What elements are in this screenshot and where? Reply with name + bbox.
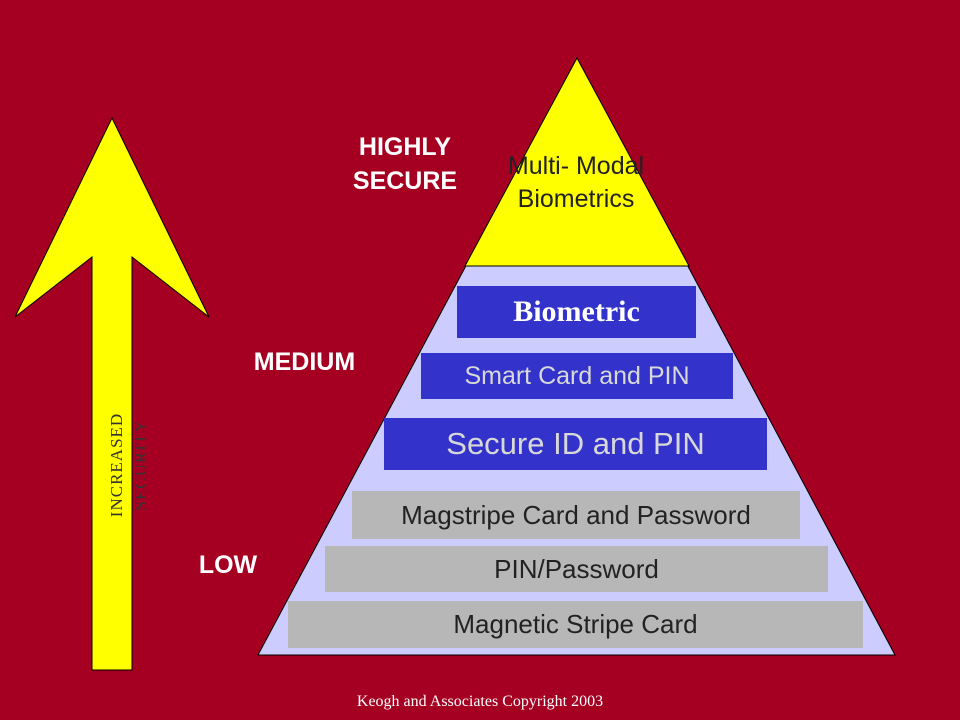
level-label-high: HIGHLY SECURE (330, 130, 480, 198)
tier-magstripe-password-label: Magstripe Card and Password (401, 499, 751, 530)
security-arrow (14, 116, 210, 671)
tier-magnetic-stripe-card-label: Magnetic Stripe Card (453, 609, 698, 639)
tier-magstripe-password: Magstripe Card and Password (352, 491, 800, 539)
level-label-low: LOW (198, 551, 258, 579)
level-high-text: HIGHLY SECURE (352, 133, 458, 195)
tier-biometric: Biometric (457, 286, 696, 338)
tier-biometric-label: Biometric (513, 295, 640, 328)
tier-magnetic-stripe-card: Magnetic Stripe Card (288, 601, 863, 648)
tier-secure-id-pin-label: Secure ID and PIN (446, 426, 705, 461)
tier-pin-password-label: PIN/Password (494, 553, 659, 584)
level-label-medium: MEDIUM (253, 348, 356, 376)
tier-pin-password: PIN/Password (325, 546, 828, 592)
copyright-footer: Keogh and Associates Copyright 2003 (356, 693, 604, 710)
increased-security-label: INCREASED SECURITY (107, 412, 150, 518)
tier-smart-card-pin-label: Smart Card and PIN (464, 361, 690, 390)
tier-secure-id-pin: Secure ID and PIN (384, 418, 767, 470)
pyramid-apex (464, 56, 690, 267)
tier-smart-card-pin: Smart Card and PIN (421, 353, 733, 399)
apex-label: Multi- Modal Biometrics (507, 152, 645, 213)
